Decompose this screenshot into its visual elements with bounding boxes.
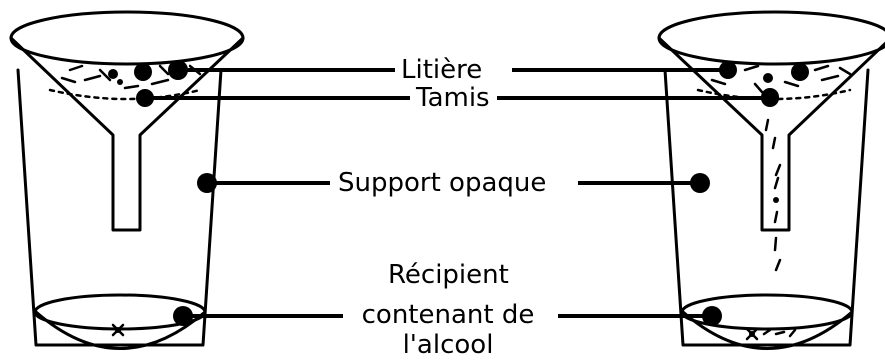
left-funnel-rim [9,10,245,66]
right-support-cup [663,68,870,347]
left-apparatus [9,10,245,350]
left-insect-icon [111,323,125,337]
right-alcohol-dish-rim [680,293,854,331]
right-alcohol-dish [681,310,854,350]
leader-lines [136,68,779,326]
label-sieve: Tamis [412,83,494,113]
support-dot-right [690,173,710,193]
right-funnel-cone [657,36,885,232]
left-funnel-cone [9,36,245,232]
right-falling-particles [764,118,782,272]
label-container-line1: Récipient [384,260,512,290]
label-support: Support opaque [334,168,551,198]
right-apparatus [657,10,885,350]
right-insects-icon [745,327,797,341]
support-dot-left [197,173,217,193]
left-support-cup [16,68,223,347]
container-dot-left [173,306,193,326]
label-container-line3: l'alcool [394,330,502,360]
sieve-dot-right [761,89,779,107]
left-sieve [48,88,202,101]
left-alcohol-dish [34,310,207,350]
sieve-dot-left [136,89,154,107]
left-litter [60,60,202,90]
label-container-line2: contenant de [346,300,550,330]
right-funnel-rim [657,10,885,66]
label-litter: Litière [397,55,487,85]
container-dot-right [702,306,722,326]
